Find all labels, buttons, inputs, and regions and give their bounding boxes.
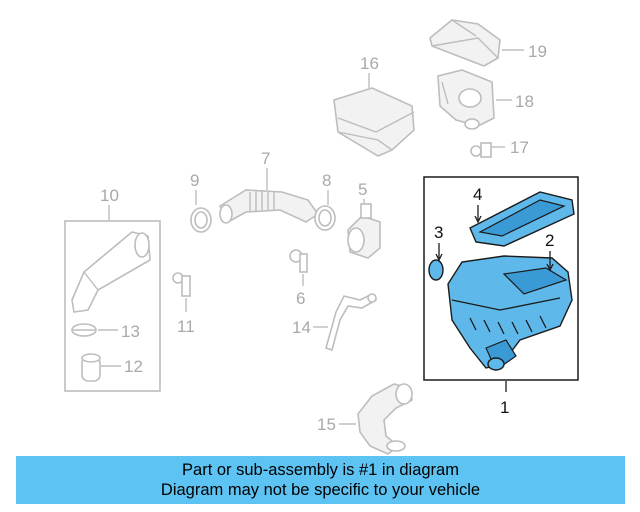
part-17-bolt: 17 [470, 138, 529, 158]
part-15-inlet-duct: 15 [317, 383, 413, 455]
callout-16: 16 [360, 54, 379, 73]
info-banner: Part or sub-assembly is #1 in diagram Di… [16, 456, 625, 504]
callout-12: 12 [124, 357, 143, 376]
callout-9: 9 [190, 171, 199, 190]
part-5-mass-air-flow-sensor: 5 [347, 180, 381, 259]
part-14-breather-hose: 14 [292, 292, 378, 352]
part-7-intake-hose: 7 [218, 149, 320, 224]
part-19-intake-duct: 19 [429, 19, 547, 67]
part-10-outlet-tube: 10 13 12 [64, 186, 161, 392]
part-16-air-guide: 16 [333, 54, 415, 157]
air-cleaner-housing[interactable]: 2 [447, 231, 573, 371]
callout-14: 14 [292, 318, 311, 337]
part-6-bolt: 6 [289, 249, 308, 308]
callout-3: 3 [434, 223, 443, 242]
callout-19: 19 [528, 42, 547, 61]
part-4-filter-element[interactable]: 4 [469, 185, 575, 247]
callout-8: 8 [322, 171, 331, 190]
callout-18: 18 [515, 92, 534, 111]
part-8-clamp: 8 [314, 171, 336, 231]
assembly-1-frame [423, 176, 579, 381]
callout-5: 5 [358, 180, 367, 199]
part-3-gasket[interactable]: 3 [428, 223, 444, 281]
banner-line-1: Part or sub-assembly is #1 in diagram [182, 461, 459, 479]
callout-6: 6 [296, 289, 305, 308]
callout-2: 2 [545, 231, 554, 250]
parts-diagram: 19 18 17 16 10 13 12 [64, 19, 579, 455]
part-1-air-cleaner-assembly[interactable]: 4 3 2 1 [423, 176, 579, 417]
callout-7: 7 [261, 149, 270, 168]
banner-line-2: Diagram may not be specific to your vehi… [160, 481, 481, 499]
callout-13: 13 [121, 322, 140, 341]
callout-4: 4 [473, 185, 482, 204]
part-9-clamp: 9 [190, 171, 212, 233]
callout-17: 17 [510, 138, 529, 157]
part-18-resonator: 18 [437, 69, 534, 130]
callout-10: 10 [100, 186, 119, 205]
part-11-bolt: 11 [172, 272, 195, 336]
callout-15: 15 [317, 415, 336, 434]
callout-11: 11 [177, 317, 195, 336]
callout-1: 1 [500, 398, 509, 417]
